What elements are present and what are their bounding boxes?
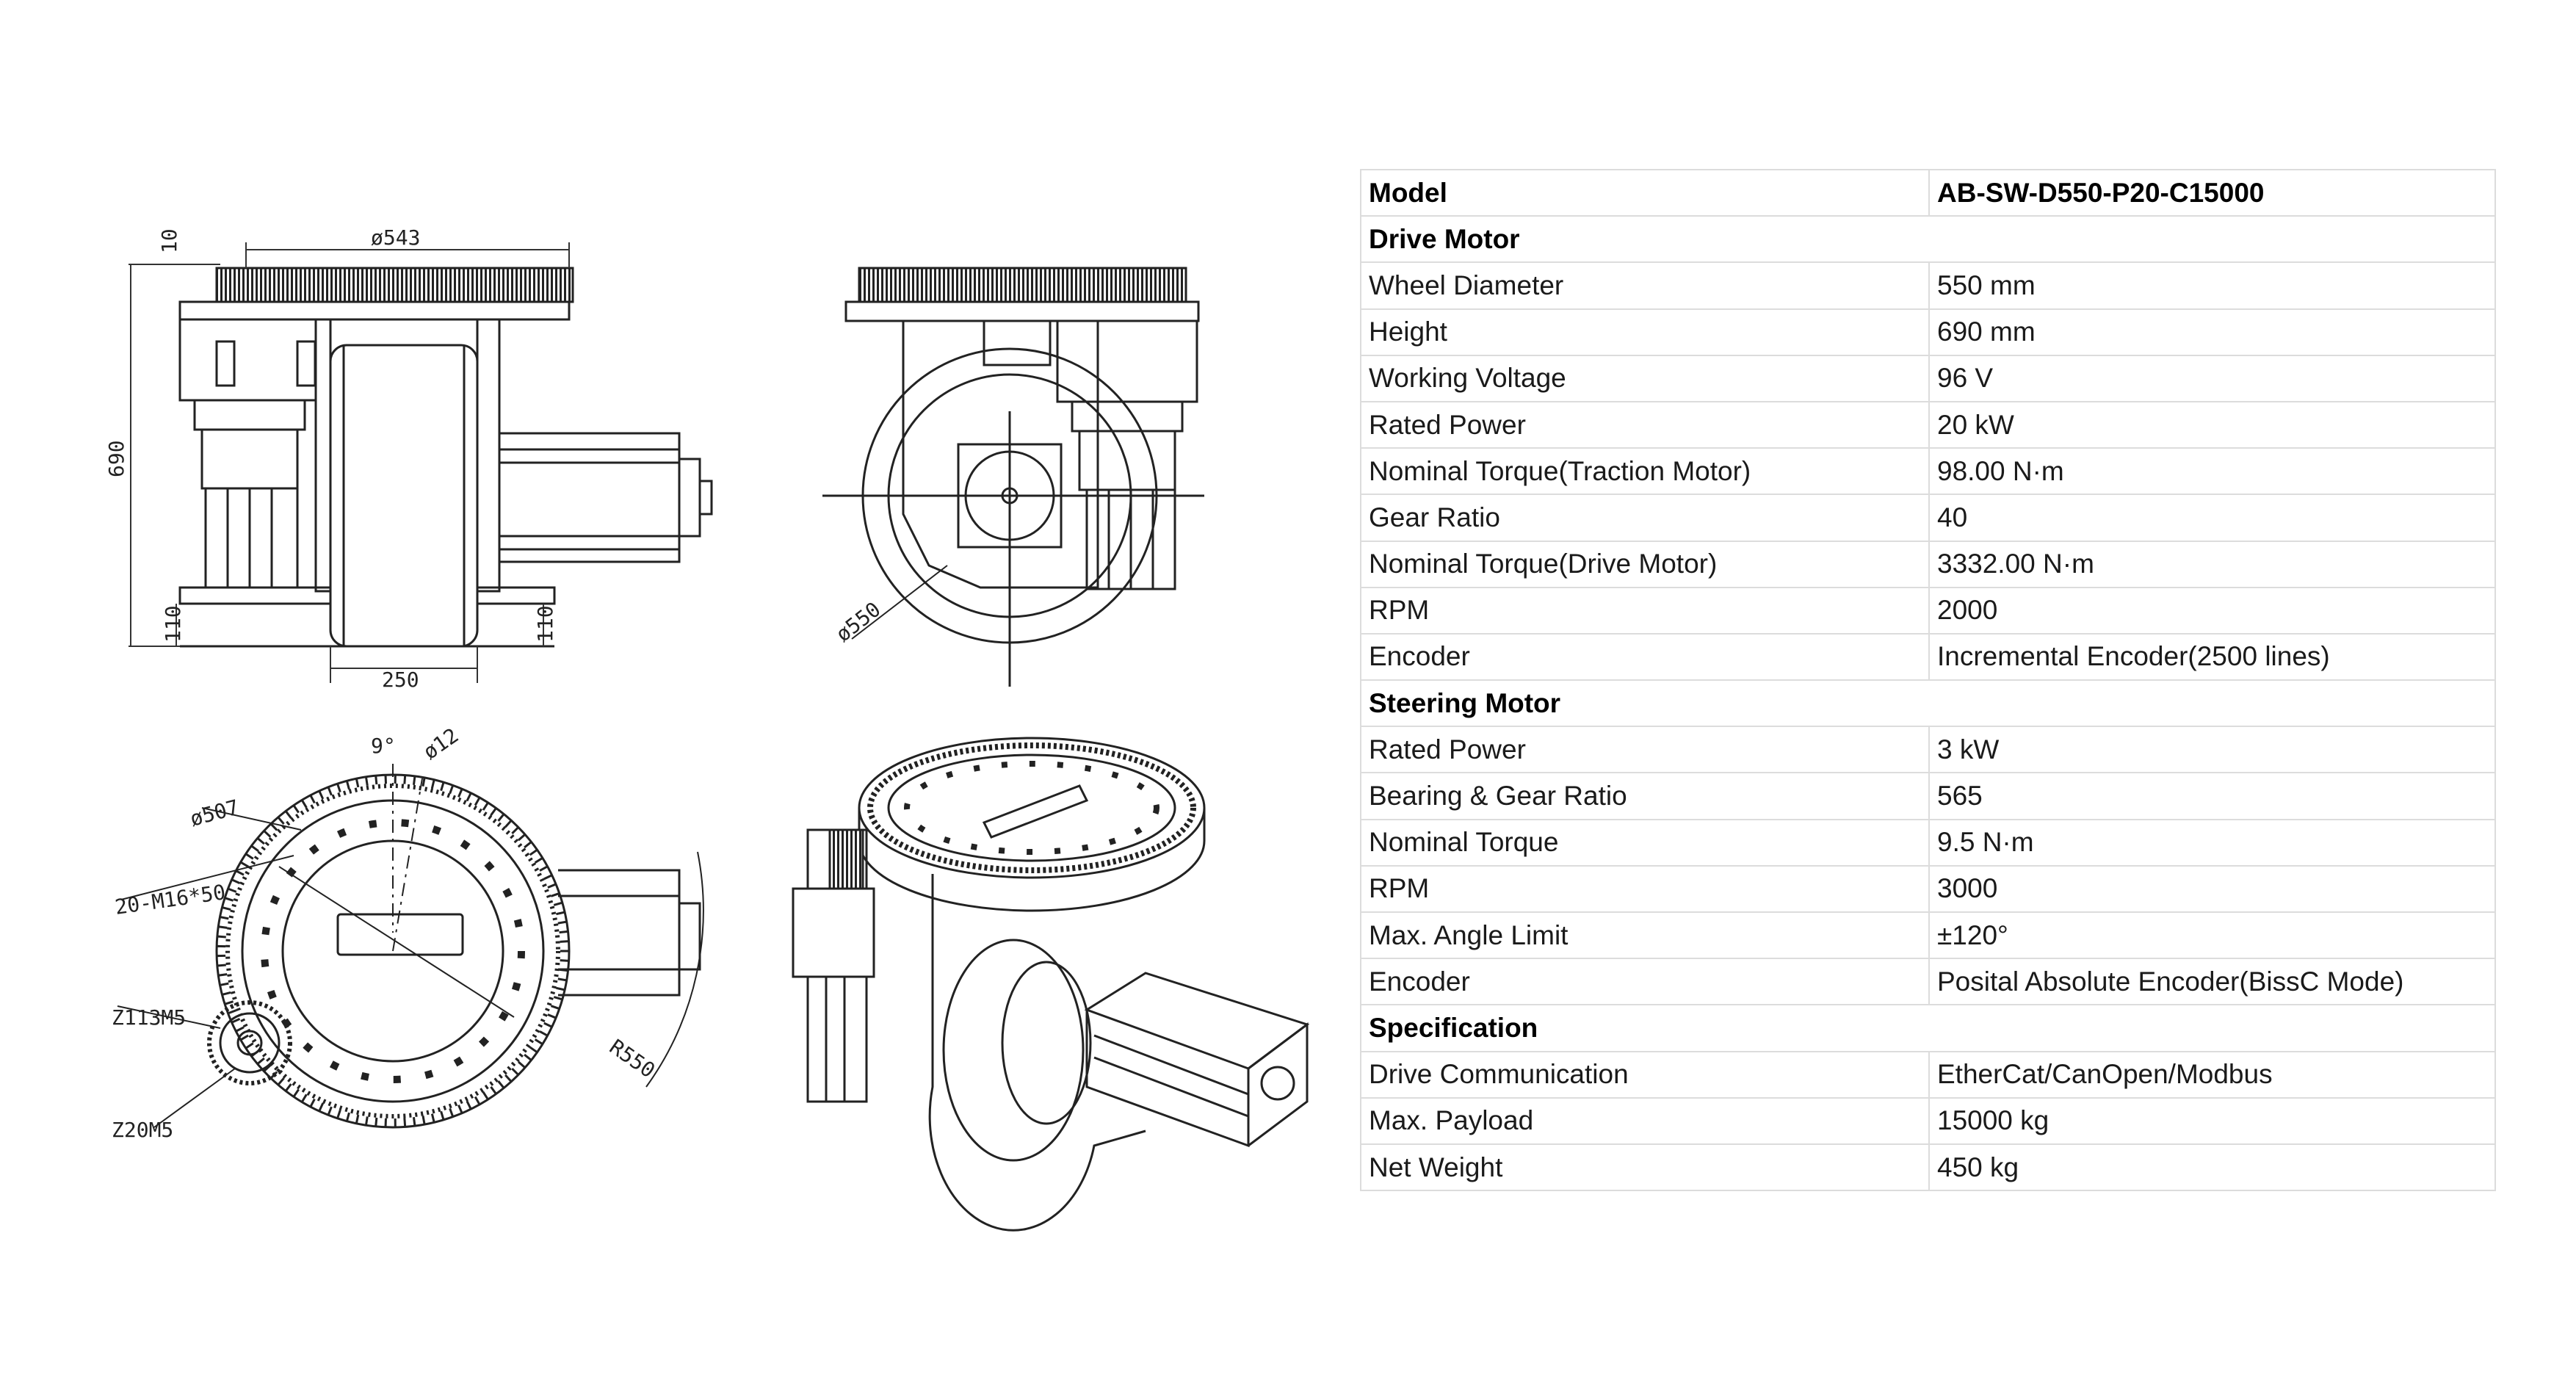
spec-value: 2000 <box>1928 586 2496 635</box>
model-value: AB-SW-D550-P20-C15000 <box>1928 168 2496 217</box>
spec-label: Working Voltage <box>1360 354 1930 402</box>
spec-label: Max. Angle Limit <box>1360 911 1930 960</box>
spec-value: 3000 <box>1928 864 2496 914</box>
top-view-drawing <box>117 764 704 1129</box>
spec-label: Encoder <box>1360 632 1930 682</box>
spec-value: 550 mm <box>1928 261 2496 310</box>
model-label: Model <box>1360 168 1930 217</box>
spec-value: 20 kW <box>1928 400 2496 449</box>
spec-label: Height <box>1360 308 1930 356</box>
front-view-drawing <box>178 267 713 648</box>
isometric-view-drawing <box>792 737 1310 1232</box>
spec-value: 9.5 N·m <box>1928 818 2496 867</box>
front-dim-bottom-left: 110 <box>161 605 185 643</box>
spec-value: 3332.00 N·m <box>1928 540 2496 588</box>
section-row: Specification <box>1360 1004 2496 1052</box>
table-row: Nominal Torque(Drive Motor)3332.00 N·m <box>1360 540 2496 588</box>
table-row: Nominal Torque(Traction Motor)98.00 N·m <box>1360 447 2496 496</box>
spec-label: Drive Communication <box>1360 1050 1930 1099</box>
spec-label: Net Weight <box>1360 1143 1930 1192</box>
spec-label: RPM <box>1360 864 1930 914</box>
spec-label: RPM <box>1360 586 1930 635</box>
spec-value: 3 kW <box>1928 726 2496 774</box>
spec-label: Bearing & Gear Ratio <box>1360 772 1930 820</box>
spec-label: Encoder <box>1360 958 1930 1006</box>
front-dim-diameter: ø543 <box>371 225 420 250</box>
table-row: Max. Angle Limit±120° <box>1360 911 2496 960</box>
front-dim-top: 10 <box>157 228 181 253</box>
section-title: Steering Motor <box>1360 679 2496 728</box>
top-view-gear-teeth <box>217 775 569 1127</box>
section-title: Specification <box>1360 1004 2496 1052</box>
table-header-row: Model AB-SW-D550-P20-C15000 <box>1360 168 2496 217</box>
spec-label: Nominal Torque(Traction Motor) <box>1360 447 1930 496</box>
technical-drawings: ø543 10 690 110 110 250 ø550 <box>104 225 1310 1232</box>
spec-value: 40 <box>1928 494 2496 542</box>
section-row: Steering Motor <box>1360 679 2496 728</box>
spec-value: Incremental Encoder(2500 lines) <box>1928 632 2496 682</box>
spec-value: 565 <box>1928 772 2496 820</box>
spec-label: Rated Power <box>1360 400 1930 449</box>
spec-value: EtherCat/CanOpen/Modbus <box>1928 1050 2496 1099</box>
spec-value: 98.00 N·m <box>1928 447 2496 496</box>
top-pinion: Z20M5 <box>112 1118 173 1142</box>
spec-value: 690 mm <box>1928 308 2496 356</box>
side-dim-diameter: ø550 <box>831 597 885 647</box>
front-dim-bottom-right: 110 <box>533 605 557 643</box>
top-pitch-circle: ø507 <box>187 795 242 831</box>
spec-label: Nominal Torque(Drive Motor) <box>1360 540 1930 588</box>
top-hole: ø12 <box>419 723 463 765</box>
side-view-drawing <box>822 267 1204 687</box>
spec-value: 96 V <box>1928 354 2496 402</box>
spec-label: Max. Payload <box>1360 1096 1930 1145</box>
section-title: Drive Motor <box>1360 215 2496 264</box>
section-row: Drive Motor <box>1360 215 2496 264</box>
spec-value: Posital Absolute Encoder(BissC Mode) <box>1928 958 2496 1006</box>
spec-label: Gear Ratio <box>1360 494 1930 542</box>
top-ring-gear: Z113M5 <box>112 1005 186 1030</box>
spec-value: ±120° <box>1928 911 2496 960</box>
top-angle: 9° <box>371 734 396 758</box>
front-dim-width: 250 <box>382 668 419 692</box>
spec-label: Rated Power <box>1360 726 1930 774</box>
spec-label: Nominal Torque <box>1360 818 1930 867</box>
spec-value: 15000 kg <box>1928 1096 2496 1145</box>
front-dim-height: 690 <box>104 440 129 477</box>
top-bolts: 20-M16*50 <box>113 880 227 919</box>
spec-value: 450 kg <box>1928 1143 2496 1192</box>
top-radius: R550 <box>605 1035 659 1083</box>
front-view-dimensions <box>129 242 570 683</box>
spec-label: Wheel Diameter <box>1360 261 1930 310</box>
